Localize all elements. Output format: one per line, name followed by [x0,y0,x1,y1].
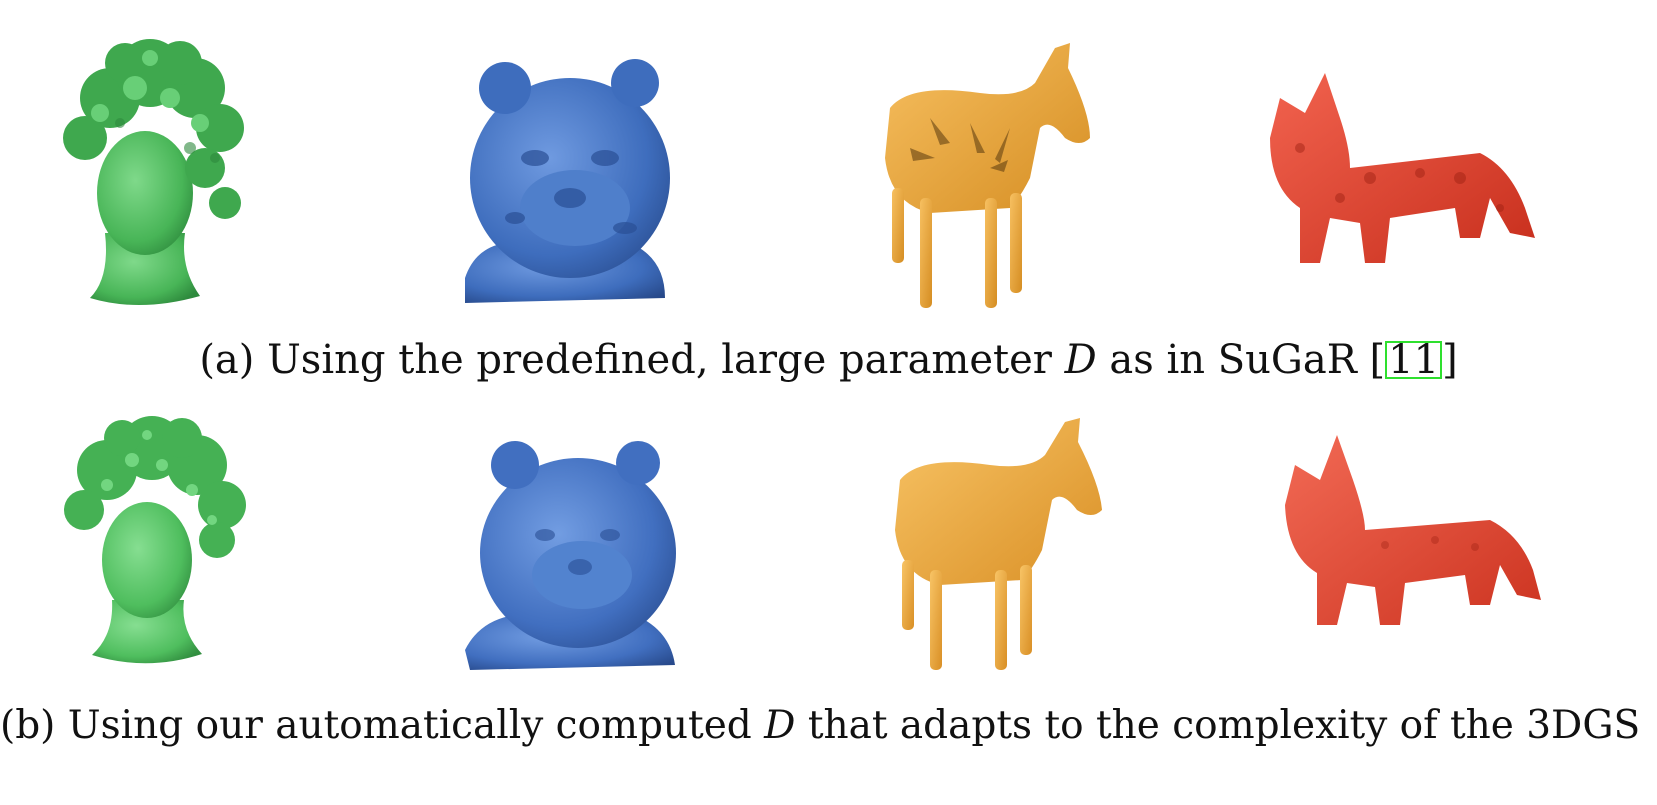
cat-render-b [1285,435,1541,625]
caption-a: (a) Using the predefined, large paramete… [0,336,1657,384]
citation-link[interactable]: 11 [1385,340,1443,380]
caption-a-suffix: ] [1442,337,1458,383]
horse-render-b [895,418,1102,670]
caption-a-mid: as in SuGaR [ [1096,337,1386,383]
caption-b-prefix: (b) Using our automatically computed [0,703,765,748]
caption-a-prefix: (a) Using the predefined, large paramete… [199,337,1065,383]
horse-render-a [885,43,1090,308]
cat-render-a [1270,73,1535,263]
bear-render-b [465,441,676,670]
panel-b-renders [0,410,1657,680]
caption-b-variable: D [764,703,796,748]
caption-b-suffix: that adapts to the complexity of the 3DG… [795,703,1641,748]
panel-a-renders [0,18,1657,338]
caption-a-variable: D [1064,337,1097,383]
bear-render-a [465,59,670,303]
head-render-b [64,416,246,664]
caption-b: (b) Using our automatically computed D t… [0,702,1657,750]
head-render-a [63,39,244,306]
